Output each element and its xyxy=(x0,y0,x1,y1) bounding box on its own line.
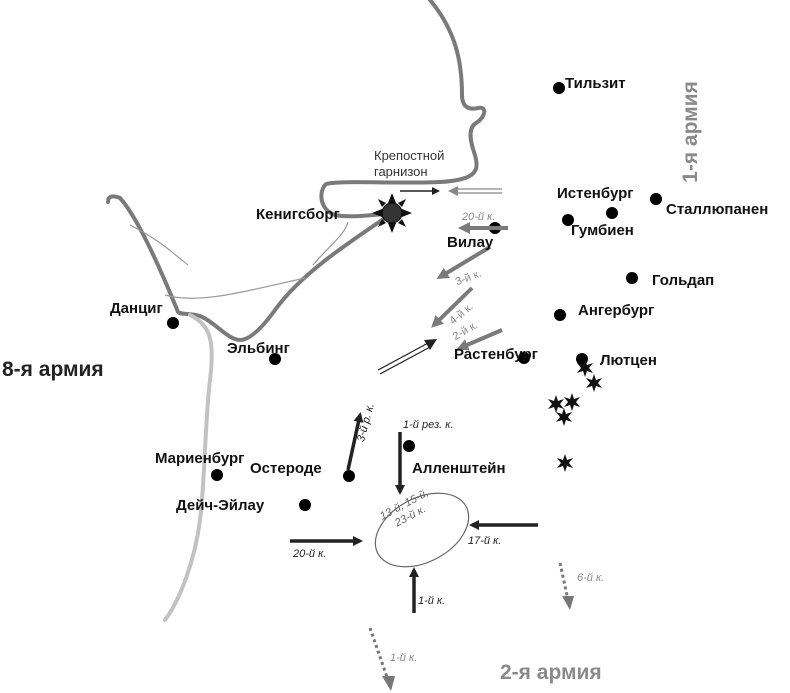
fortress-garrison-line1: Крепостной xyxy=(374,148,445,163)
arrow-3-corps xyxy=(436,245,492,280)
corps-17-label: 17-й к. xyxy=(468,535,502,547)
corps-1-label: 1-й к. xyxy=(418,595,446,607)
spit-line xyxy=(312,221,349,266)
army-1-label: 1-я армия xyxy=(678,81,702,183)
city-dots xyxy=(167,82,662,511)
coastline xyxy=(319,0,487,219)
fortress-garrison-label: Крепостной гарнизон xyxy=(374,148,444,180)
city-rastenburg: Растенбург xyxy=(454,346,538,363)
arrow-3-res-corps xyxy=(346,412,364,471)
city-stallupanen: Сталлюпанен xyxy=(666,201,769,218)
city-elbing: Эльбинг xyxy=(227,340,290,357)
fortress-star-icon xyxy=(372,193,412,233)
army-8-label: 8-я армия xyxy=(2,358,104,381)
city-angerburg: Ангербург xyxy=(578,302,655,319)
vistula-river xyxy=(163,313,214,622)
city-allenstein: Алленштейн xyxy=(412,460,506,477)
fortress-garrison-line2: гарнизон xyxy=(374,164,428,179)
dotted-arrow-1-corps-russian xyxy=(368,627,395,691)
city-vilau: Вилау xyxy=(447,234,494,251)
city-konigsberg: Кенигсборг xyxy=(256,206,340,223)
city-istenburg: Истенбург xyxy=(557,185,634,202)
city-goldap: Гольдап xyxy=(652,272,715,289)
corps-20-south-label: 20-й к. xyxy=(293,548,327,560)
coastline-lagoon xyxy=(106,194,387,343)
city-danzig: Данциг xyxy=(110,300,163,317)
arrow-4-corps xyxy=(431,286,474,328)
russian-double-arrow-west xyxy=(448,186,502,196)
city-deutsch-eylau: Дейч-Эйлау xyxy=(176,497,265,514)
spit-line xyxy=(164,277,306,299)
corps-6-label: 6-й к. xyxy=(577,572,605,584)
dotted-arrow-6-corps xyxy=(558,562,574,610)
double-arrow-northeast xyxy=(377,339,437,375)
corps-1-res-label: 1-й рез. к. xyxy=(403,419,454,431)
city-tilsit: Тильзит xyxy=(565,75,626,92)
city-lyutsen: Лютцен xyxy=(600,352,657,369)
city-osterode: Остероде xyxy=(250,460,322,477)
corps-1-russian-label: 1-й к. xyxy=(390,652,418,664)
spit-line xyxy=(129,224,189,266)
corps-20-north-label: 20-й к. xyxy=(462,211,496,223)
arrow-2-corps xyxy=(456,328,503,351)
city-marienburg: Мариенбург xyxy=(155,450,245,467)
city-gumbien: Гумбиен xyxy=(571,222,634,239)
army-2-label: 2-я армия xyxy=(500,661,602,684)
battle-star-icons xyxy=(548,359,602,472)
encirclement-ellipse xyxy=(374,492,470,568)
